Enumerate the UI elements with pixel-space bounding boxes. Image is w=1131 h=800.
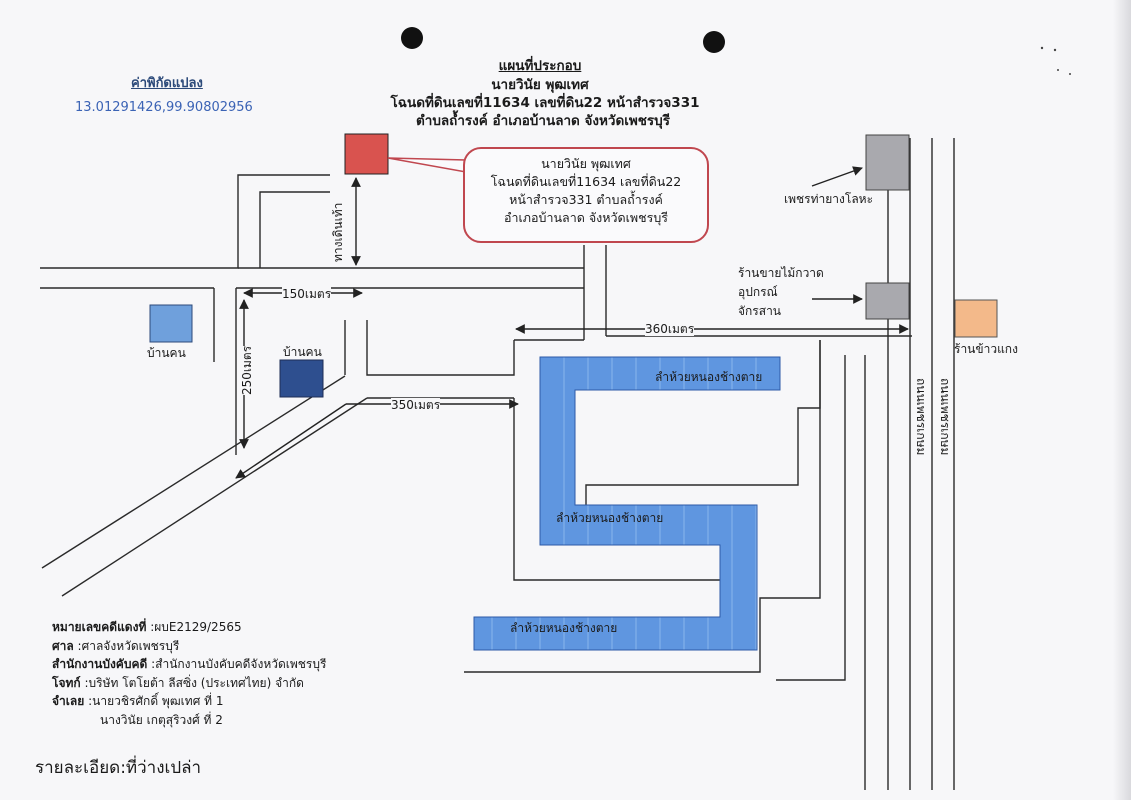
- defendant-value-1: :นายวชิรศักดิ์ พุฒเทศ ที่ 1: [88, 694, 224, 709]
- callout-line: อำเภอบ้านลาด จังหวัดเพชรบุรี: [504, 210, 668, 226]
- office-label: สำนักงานบังคับคดี: [52, 657, 148, 672]
- case-number-label: หมายเลขคดีแดงที่: [52, 620, 147, 634]
- shop-label-broom-1: ร้านขายไม้กวาด: [738, 266, 824, 280]
- punch-hole-left: [401, 27, 423, 49]
- house-marker-1: [149, 304, 193, 343]
- owner-name: นายวินัย พุฒเทศ: [491, 77, 589, 93]
- canal-label-3: ลำห้วยหนองช้างตาย: [510, 621, 618, 635]
- coordinates-value: 13.01291426,99.90802956: [75, 100, 253, 115]
- callout-line: โฉนดที่ดินเลขที่11634 เลขที่ดิน22: [490, 174, 682, 190]
- distance-150-label: 150เมตร: [282, 287, 332, 302]
- case-info: หมายเลขคดีแดงที่ :ผบE2129/2565 ศาล :ศาลจ…: [52, 618, 326, 730]
- plot-marker: [344, 133, 389, 175]
- callout-line: นายวินัย พุฒเทศ: [541, 156, 631, 171]
- shop-label-rice: ร้านข้าวแกง: [954, 342, 1018, 356]
- map-title: แผนที่ประกอบ: [498, 58, 582, 74]
- distance-360-label: 360เมตร: [645, 322, 695, 337]
- court-value: :ศาลจังหวัดเพชรบุรี: [77, 638, 180, 653]
- house-marker-2: [279, 359, 324, 398]
- scan-marks: [1040, 46, 1071, 75]
- shop-label-rubber: เพชรท่ายางโลหะ: [784, 192, 874, 206]
- location-info: ตำบลถ้ำรงค์ อำเภอบ้านลาด จังหวัดเพชรบุรี: [415, 113, 671, 129]
- shop-marker-rubber: [865, 134, 910, 191]
- defendant-value-2: นางวินัย เกตุสุริวงศ์ ที่ 2: [100, 712, 223, 727]
- punch-hole-right: [703, 31, 725, 53]
- house-label-1: บ้านคน: [147, 346, 186, 360]
- highway-label-2: ถนนเพชรเกษม: [938, 378, 952, 456]
- property-detail: รายละเอียด:ที่ว่างเปล่า: [35, 758, 202, 778]
- walkway-label: ทางเดินเท้า: [331, 202, 345, 262]
- distance-350-label: 350เมตร: [391, 398, 441, 413]
- office-value: :สำนักงานบังคับคดีจังหวัดเพชรบุรี: [151, 657, 327, 672]
- road-lines: [40, 138, 955, 790]
- house-label-2: บ้านคน: [283, 345, 322, 359]
- canal-label-1: ลำห้วยหนองช้างตาย: [655, 370, 763, 384]
- plaintiff-label: โจทก์: [52, 675, 81, 690]
- shop-label-broom-2: อุปกรณ์: [738, 285, 778, 299]
- case-number-value: :ผบE2129/2565: [150, 620, 242, 634]
- canal-shape: [473, 356, 781, 651]
- shop-label-broom-3: จักรสาน: [738, 304, 782, 318]
- coordinates-label: ค่าพิกัดแปลง: [131, 76, 203, 91]
- plaintiff-value: :บริษัท โตโยต้า ลีสซิ่ง (ประเทศไทย) จำกั…: [84, 675, 304, 690]
- plot-callout-box: [463, 147, 709, 243]
- plot-callout-text: นายวินัย พุฒเทศ โฉนดที่ดินเลขที่11634 เล…: [463, 155, 709, 228]
- defendant-label: จำเลย: [52, 694, 85, 709]
- shop-marker-broom: [865, 282, 910, 320]
- shop-marker-rice: [954, 299, 998, 338]
- paper-edge: [1113, 0, 1131, 800]
- canal-label-2: ลำห้วยหนองช้างตาย: [556, 511, 664, 525]
- distance-250-label: 250เมตร: [240, 345, 255, 395]
- court-label: ศาล: [52, 638, 74, 653]
- highway-label-1: ถนนเพชรเกษม: [914, 378, 928, 456]
- deed-info: โฉนดที่ดินเลขที่11634 เลขที่ดิน22 หน้าสำ…: [390, 95, 700, 111]
- callout-line: หน้าสำรวจ331 ตำบลถ้ำรงค์: [509, 192, 663, 208]
- callout-pointer: [387, 157, 467, 173]
